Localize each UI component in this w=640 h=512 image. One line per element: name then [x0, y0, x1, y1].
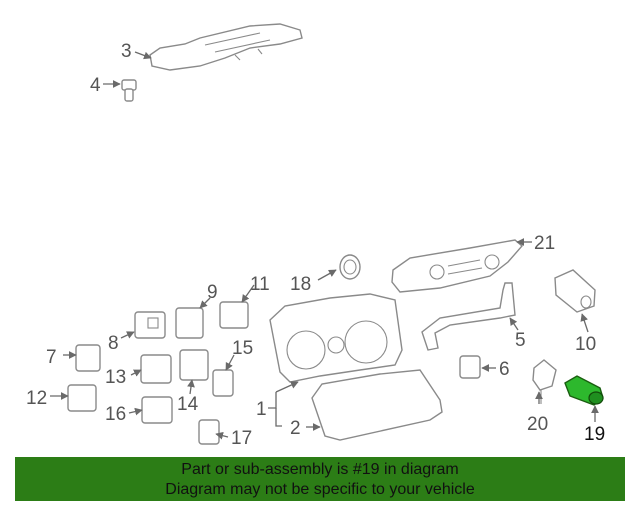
part-10-socket — [554, 269, 596, 313]
part-17-switch — [198, 419, 220, 445]
callout-14: 14 — [177, 394, 199, 415]
part-9-switch — [175, 307, 204, 339]
callout-15: 15 — [232, 338, 253, 359]
part-16-switch — [141, 396, 173, 424]
banner-line-1: Part or sub-assembly is #19 in diagram — [181, 461, 459, 478]
callout-10: 10 — [575, 334, 596, 355]
callout-8: 8 — [108, 333, 119, 354]
part-18-knob — [339, 254, 361, 280]
callout-16: 16 — [105, 404, 126, 425]
callout-17: 17 — [231, 428, 252, 449]
part-8-switch — [134, 311, 166, 339]
callout-20: 20 — [527, 414, 548, 435]
part-21-climate-control-panel — [391, 239, 523, 293]
part-12-switch — [67, 384, 97, 412]
callout-12: 12 — [26, 388, 47, 409]
part-2-cluster-lens — [311, 369, 443, 441]
callout-5: 5 — [515, 330, 526, 351]
callout-4: 4 — [90, 75, 101, 96]
callout-2: 2 — [290, 418, 301, 439]
callout-7: 7 — [46, 347, 57, 368]
part-5-duct — [421, 282, 516, 351]
callout-21: 21 — [534, 233, 555, 254]
callout-1: 1 — [256, 399, 267, 420]
parts-diagram: 1 2 3 4 5 6 7 8 9 10 11 12 13 14 15 16 1… — [26, 23, 605, 449]
part-11-switch — [219, 301, 249, 329]
part-1-instrument-cluster — [269, 293, 403, 383]
callout-19: 19 — [584, 424, 605, 445]
leader-lines — [50, 51, 599, 440]
part-3-upper-bracket — [149, 23, 303, 71]
banner-line-2: Diagram may not be specific to your vehi… — [165, 481, 475, 498]
part-19-power-outlet-highlighted[interactable] — [564, 375, 604, 406]
callout-3: 3 — [121, 41, 132, 62]
part-4-clip — [121, 79, 137, 102]
part-15-switch — [212, 369, 234, 397]
part-20-connector — [532, 359, 557, 404]
callout-11: 11 — [250, 274, 270, 295]
part-14-switch — [179, 349, 209, 381]
callout-9: 9 — [207, 282, 218, 303]
part-13-switch — [140, 354, 172, 384]
part-7-switch — [75, 344, 101, 372]
callout-13: 13 — [105, 367, 126, 388]
info-banner: Part or sub-assembly is #19 in diagram D… — [15, 457, 625, 501]
callout-18: 18 — [290, 274, 311, 295]
part-6-switch — [459, 355, 481, 379]
callout-6: 6 — [499, 359, 510, 380]
